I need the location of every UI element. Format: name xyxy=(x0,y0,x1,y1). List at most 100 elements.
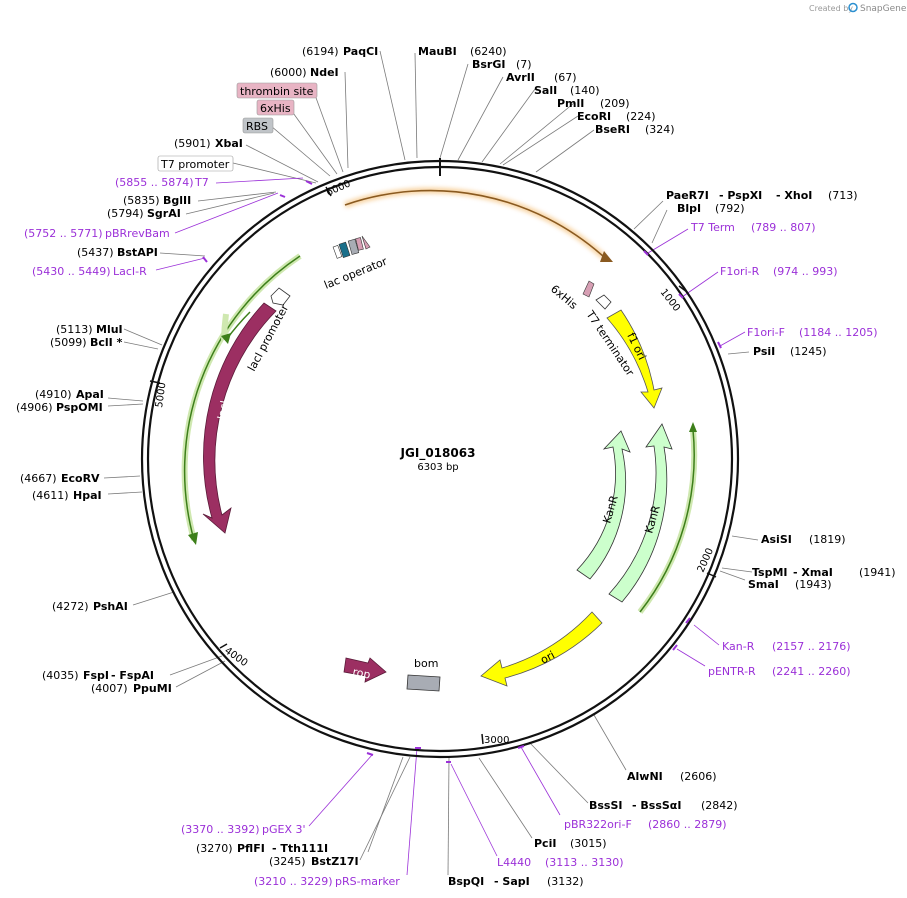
site-paer7i-pos: (713) xyxy=(828,189,858,202)
site-mlui-pos: (5113) xyxy=(56,323,93,336)
green-arc-inner-glow xyxy=(221,313,229,341)
site-bsssai: - BssSαI xyxy=(632,799,681,812)
site-pshai: PshAI xyxy=(93,600,128,613)
rbs-label-box xyxy=(242,117,274,134)
site-xbai-pos: (5901) xyxy=(174,137,211,150)
site-pflfi-pos: (3270) xyxy=(196,842,233,855)
site-xbai: XbaI xyxy=(215,137,243,150)
site-paqci-pos: (6194) xyxy=(302,45,339,58)
site-bglii-pos: (5835) xyxy=(123,194,160,207)
feature-label-ori: ori xyxy=(538,648,557,666)
feature-label-rop: rop xyxy=(351,665,371,681)
primer-laci-r-range: (5430 .. 5449) xyxy=(32,265,111,278)
site-ndei: NdeI xyxy=(310,66,339,79)
plasmid-size: 6303 bp xyxy=(417,462,458,473)
primer-leader-lines xyxy=(155,177,746,876)
site-pflfi: PflFI xyxy=(237,842,265,855)
site-ecori-pos: (224) xyxy=(626,110,656,123)
site-bspqi: BspQI xyxy=(448,875,484,888)
site-xhoi: - XhoI xyxy=(776,189,812,202)
site-bstz17i: BstZ17I xyxy=(311,855,359,868)
primer-l4440: L4440 xyxy=(497,856,531,869)
lacI-feature: lacI xyxy=(202,302,277,534)
rop-feature: rop xyxy=(343,657,387,683)
site-blpi-pos: (792) xyxy=(715,202,745,215)
primer-labels: (5855 .. 5874) T7 (5752 .. 5771) pBRrevB… xyxy=(24,176,878,888)
t7-terminator-shape xyxy=(595,294,612,310)
thrombin-label-box xyxy=(236,82,318,99)
ori-feature: ori xyxy=(480,611,603,687)
brand-name: SnapGene xyxy=(860,4,907,14)
bom-feature: bom xyxy=(406,657,441,692)
feature-label-6xhis: 6xHis xyxy=(548,282,580,312)
site-bcli-pos: (5099) xyxy=(50,336,87,349)
site-psii-pos: (1245) xyxy=(790,345,827,358)
enzyme-labels: (6194) PaqCI MauBI (6240) BsrGI (7) AvrI… xyxy=(16,45,896,888)
feature-label-bom: bom xyxy=(414,657,438,670)
primer-pbr322ori-f-range: (2860 .. 2879) xyxy=(648,818,727,831)
t7-promoter-label: T7 promoter xyxy=(160,158,230,171)
lacI-promoter-arrow xyxy=(270,287,291,306)
site-bsssi-pos: (2842) xyxy=(701,799,738,812)
bom-box xyxy=(406,674,441,692)
snapgene-logo-icon xyxy=(848,2,858,13)
site-blpi: BlpI xyxy=(677,202,701,215)
primer-pbr322ori-f: pBR322ori-F xyxy=(564,818,632,831)
site-alwni-pos: (2606) xyxy=(680,770,717,783)
plasmid-center-label: JGI_018063 6303 bp xyxy=(400,446,476,473)
primer-marks xyxy=(202,180,722,763)
site-pspxi: - PspXI xyxy=(719,189,762,202)
primer-l4440-range: (3113 .. 3130) xyxy=(545,856,624,869)
site-tspmi: TspMI xyxy=(752,566,788,579)
primer-f1ori-r-range: (974 .. 993) xyxy=(773,265,838,278)
site-avrii: AvrII xyxy=(506,71,535,84)
primer-pgex3: pGEX 3' xyxy=(262,823,306,836)
lac-operator-box xyxy=(338,241,351,258)
primer-t7: T7 xyxy=(194,176,209,189)
site-ppumi-pos: (4007) xyxy=(91,682,128,695)
site-ecorv: EcoRV xyxy=(61,472,100,485)
site-pspomi-pos: (4906) xyxy=(16,401,53,414)
site-apai-pos: (4910) xyxy=(35,388,72,401)
site-fspai: - FspAI xyxy=(111,669,154,682)
site-sapi: - SapI xyxy=(494,875,530,888)
snapgene-brand: Created by SnapGene xyxy=(809,2,907,14)
rop-arrow xyxy=(343,657,387,683)
site-avrii-pos: (67) xyxy=(554,71,577,84)
lac-operator-cluster: lac operator xyxy=(322,235,389,292)
his-tag-box xyxy=(355,237,364,251)
orange-arc-head xyxy=(600,251,613,262)
site-pmli: PmlI xyxy=(557,97,584,110)
kanR-feature-1: KanR xyxy=(576,430,631,580)
t7-promoter-label-box xyxy=(157,155,234,172)
site-sali: SalI xyxy=(534,84,557,97)
site-ppumi: PpuMI xyxy=(133,682,172,695)
primer-pbrrevbam: pBRrevBam xyxy=(105,227,170,240)
primer-f1ori-f-range: (1184 .. 1205) xyxy=(799,326,878,339)
green-arc-left xyxy=(183,255,301,541)
feature-label-lac-operator: lac operator xyxy=(322,255,389,292)
primer-pgex3-range: (3370 .. 3392) xyxy=(181,823,260,836)
primer-laci-r: LacI-R xyxy=(113,265,147,278)
his6-arrow xyxy=(582,280,595,298)
boxed-labels: thrombin site 6xHis RBS T7 promoter xyxy=(157,82,318,172)
thrombin-label: thrombin site xyxy=(240,85,314,98)
primer-pentr-r: pENTR-R xyxy=(708,665,756,678)
site-bspqi-pos: (3132) xyxy=(547,875,584,888)
site-pcii: PciI xyxy=(534,837,556,850)
site-ecori: EcoRI xyxy=(577,110,611,123)
tick-label-3000: 3000 xyxy=(484,735,509,746)
site-tspmi-pos: (1941) xyxy=(859,566,896,579)
kanR-arrow-2 xyxy=(608,423,673,603)
site-bstapi-pos: (5437) xyxy=(77,246,114,259)
primer-t7-term-range: (789 .. 807) xyxy=(751,221,816,234)
site-hpai-pos: (4611) xyxy=(32,489,69,502)
primer-kan-r-range: (2157 .. 2176) xyxy=(772,640,851,653)
green-arc-left-head xyxy=(188,532,198,545)
site-maubi-pos: (6240) xyxy=(470,45,507,58)
his-label-box xyxy=(256,99,295,116)
lacI-arrow xyxy=(202,302,277,534)
site-xmai: - XmaI xyxy=(793,566,833,579)
